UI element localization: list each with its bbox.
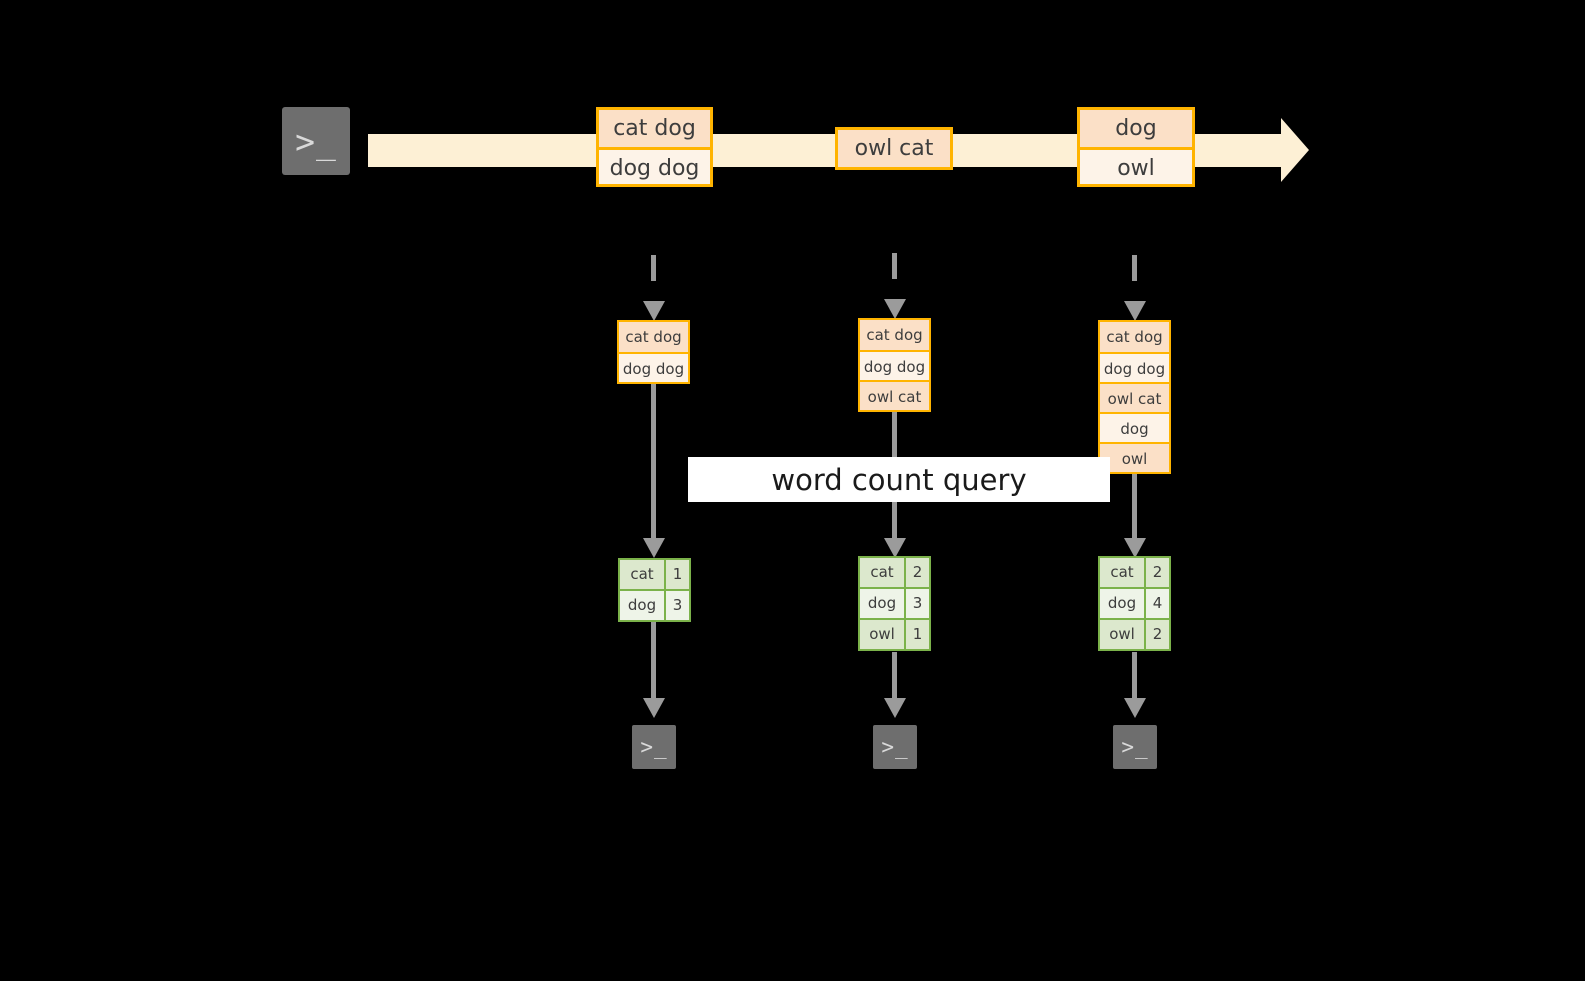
result-count: 2 [1144,558,1169,587]
result-word: cat [860,558,904,587]
result-row: dog 3 [860,587,929,618]
result-count: 1 [904,620,929,649]
arrow-head-icon [642,538,665,558]
result-word: owl [1100,620,1144,649]
snapshot-row: dog dog [619,352,688,382]
snapshot-row: owl cat [1100,382,1169,412]
result-count: 4 [1144,589,1169,618]
arrow-head-icon [642,301,665,321]
arrow-shaft [892,652,897,699]
snapshot-row: cat dog [1100,322,1169,352]
result-row: dog 4 [1100,587,1169,618]
result-row: cat 2 [860,558,929,587]
sink-terminal-icon: >_ [1106,718,1164,776]
result-row: dog 3 [620,589,689,620]
snapshot-row: owl cat [860,380,929,410]
result-word: dog [1100,589,1144,618]
sink-terminal-icon: >_ [866,718,924,776]
stream-event-box: cat dog dog dog [596,107,713,187]
snapshot-row: dog [1100,412,1169,442]
result-row: cat 2 [1100,558,1169,587]
arrow-head-icon [883,698,906,718]
arrow-shaft [651,255,656,301]
stream-event-box: owl cat [835,127,953,170]
terminal-prompt-icon: >_ [295,121,337,161]
stream-event-line: dog dog [599,147,710,184]
result-count: 2 [904,558,929,587]
result-word: owl [860,620,904,649]
terminal-prompt-icon: >_ [640,735,668,759]
terminal-prompt-icon: >_ [881,735,909,759]
arrow-shaft [1132,473,1137,539]
source-terminal-icon: >_ [273,98,359,184]
result-word: dog [860,589,904,618]
stream-event-line: owl [1080,147,1192,184]
result-count: 3 [664,591,689,620]
snapshot-row: dog dog [860,350,929,380]
arrow-head-icon [642,698,665,718]
arrow-shaft [892,253,897,299]
snapshot-table: cat dog dog dog owl cat dog owl [1098,320,1171,474]
result-table: cat 2 dog 4 owl 2 [1098,556,1171,651]
result-table: cat 1 dog 3 [618,558,691,622]
stream-event-line: owl cat [838,130,950,167]
stream-event-line: cat dog [599,110,710,147]
sink-terminal-icon: >_ [625,718,683,776]
snapshot-row: cat dog [619,322,688,352]
result-row: owl 2 [1100,618,1169,649]
snapshot-table: cat dog dog dog [617,320,690,384]
result-count: 2 [1144,620,1169,649]
arrow-shaft [1132,652,1137,699]
arrow-head-icon [1123,538,1146,558]
snapshot-row: cat dog [860,320,929,350]
snapshot-table: cat dog dog dog owl cat [858,318,931,412]
arrow-shaft [1132,255,1137,301]
result-row: cat 1 [620,560,689,589]
arrow-head-icon [883,538,906,558]
stream-arrowhead-icon [1281,118,1309,182]
terminal-prompt-icon: >_ [1121,735,1149,759]
result-word: cat [620,560,664,589]
arrow-shaft [651,622,656,699]
result-count: 1 [664,560,689,589]
arrow-shaft [651,383,656,539]
result-row: owl 1 [860,618,929,649]
result-count: 3 [904,589,929,618]
snapshot-row: owl [1100,442,1169,472]
arrow-head-icon [1123,301,1146,321]
arrow-head-icon [1123,698,1146,718]
query-banner: word count query [688,457,1110,502]
snapshot-row: dog dog [1100,352,1169,382]
result-word: dog [620,591,664,620]
result-word: cat [1100,558,1144,587]
arrow-head-icon [883,299,906,319]
stream-event-box: dog owl [1077,107,1195,187]
result-table: cat 2 dog 3 owl 1 [858,556,931,651]
stream-event-line: dog [1080,110,1192,147]
